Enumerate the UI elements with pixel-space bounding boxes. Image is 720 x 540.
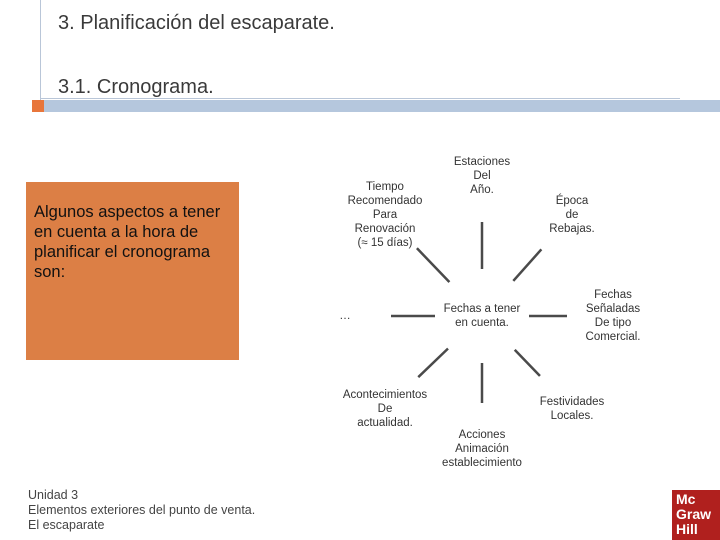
accent-square xyxy=(32,100,44,112)
frame-vertical-line xyxy=(40,0,41,108)
spoke-acontecimientos xyxy=(417,347,449,379)
footer-unit: Unidad 3 xyxy=(28,488,79,502)
footer: Unidad 3 Elementos exteriores del punto … xyxy=(28,488,255,533)
node-circle-otros xyxy=(299,270,391,362)
intro-text: Algunos aspectos a tener en cuenta a la … xyxy=(34,203,221,281)
slide-title: 3. Planificación del escaparate. xyxy=(58,12,335,34)
node-circle-festividades xyxy=(526,363,618,455)
node-circle-acontecimientos xyxy=(339,363,431,455)
node-circle-fechas xyxy=(567,270,659,362)
accent-bar xyxy=(44,100,720,112)
footer-subtopic: El escaparate xyxy=(28,518,105,532)
spoke-tiempo xyxy=(415,247,451,283)
node-circle-estaciones xyxy=(436,130,528,222)
diagram-circles xyxy=(299,130,659,495)
footer-topic: Elementos exteriores del punto de venta. xyxy=(28,503,256,517)
slide-subtitle: 3.1. Cronograma. xyxy=(58,76,214,98)
node-circle-acciones xyxy=(436,403,528,495)
logo-text: Mc Graw Hill xyxy=(676,491,712,537)
intro-box: Algunos aspectos a tener en cuenta a la … xyxy=(26,182,239,360)
spoke-festividades xyxy=(513,348,541,377)
center-circle xyxy=(435,269,529,363)
frame-horizontal-line xyxy=(40,98,680,99)
spoke-epoca xyxy=(512,248,543,282)
mcgraw-hill-logo: Mc Graw Hill xyxy=(672,490,720,540)
diagram-spokes xyxy=(391,222,567,403)
node-circle-epoca xyxy=(526,169,618,261)
node-circle-tiempo xyxy=(339,169,431,261)
node-otros: … xyxy=(339,310,351,322)
